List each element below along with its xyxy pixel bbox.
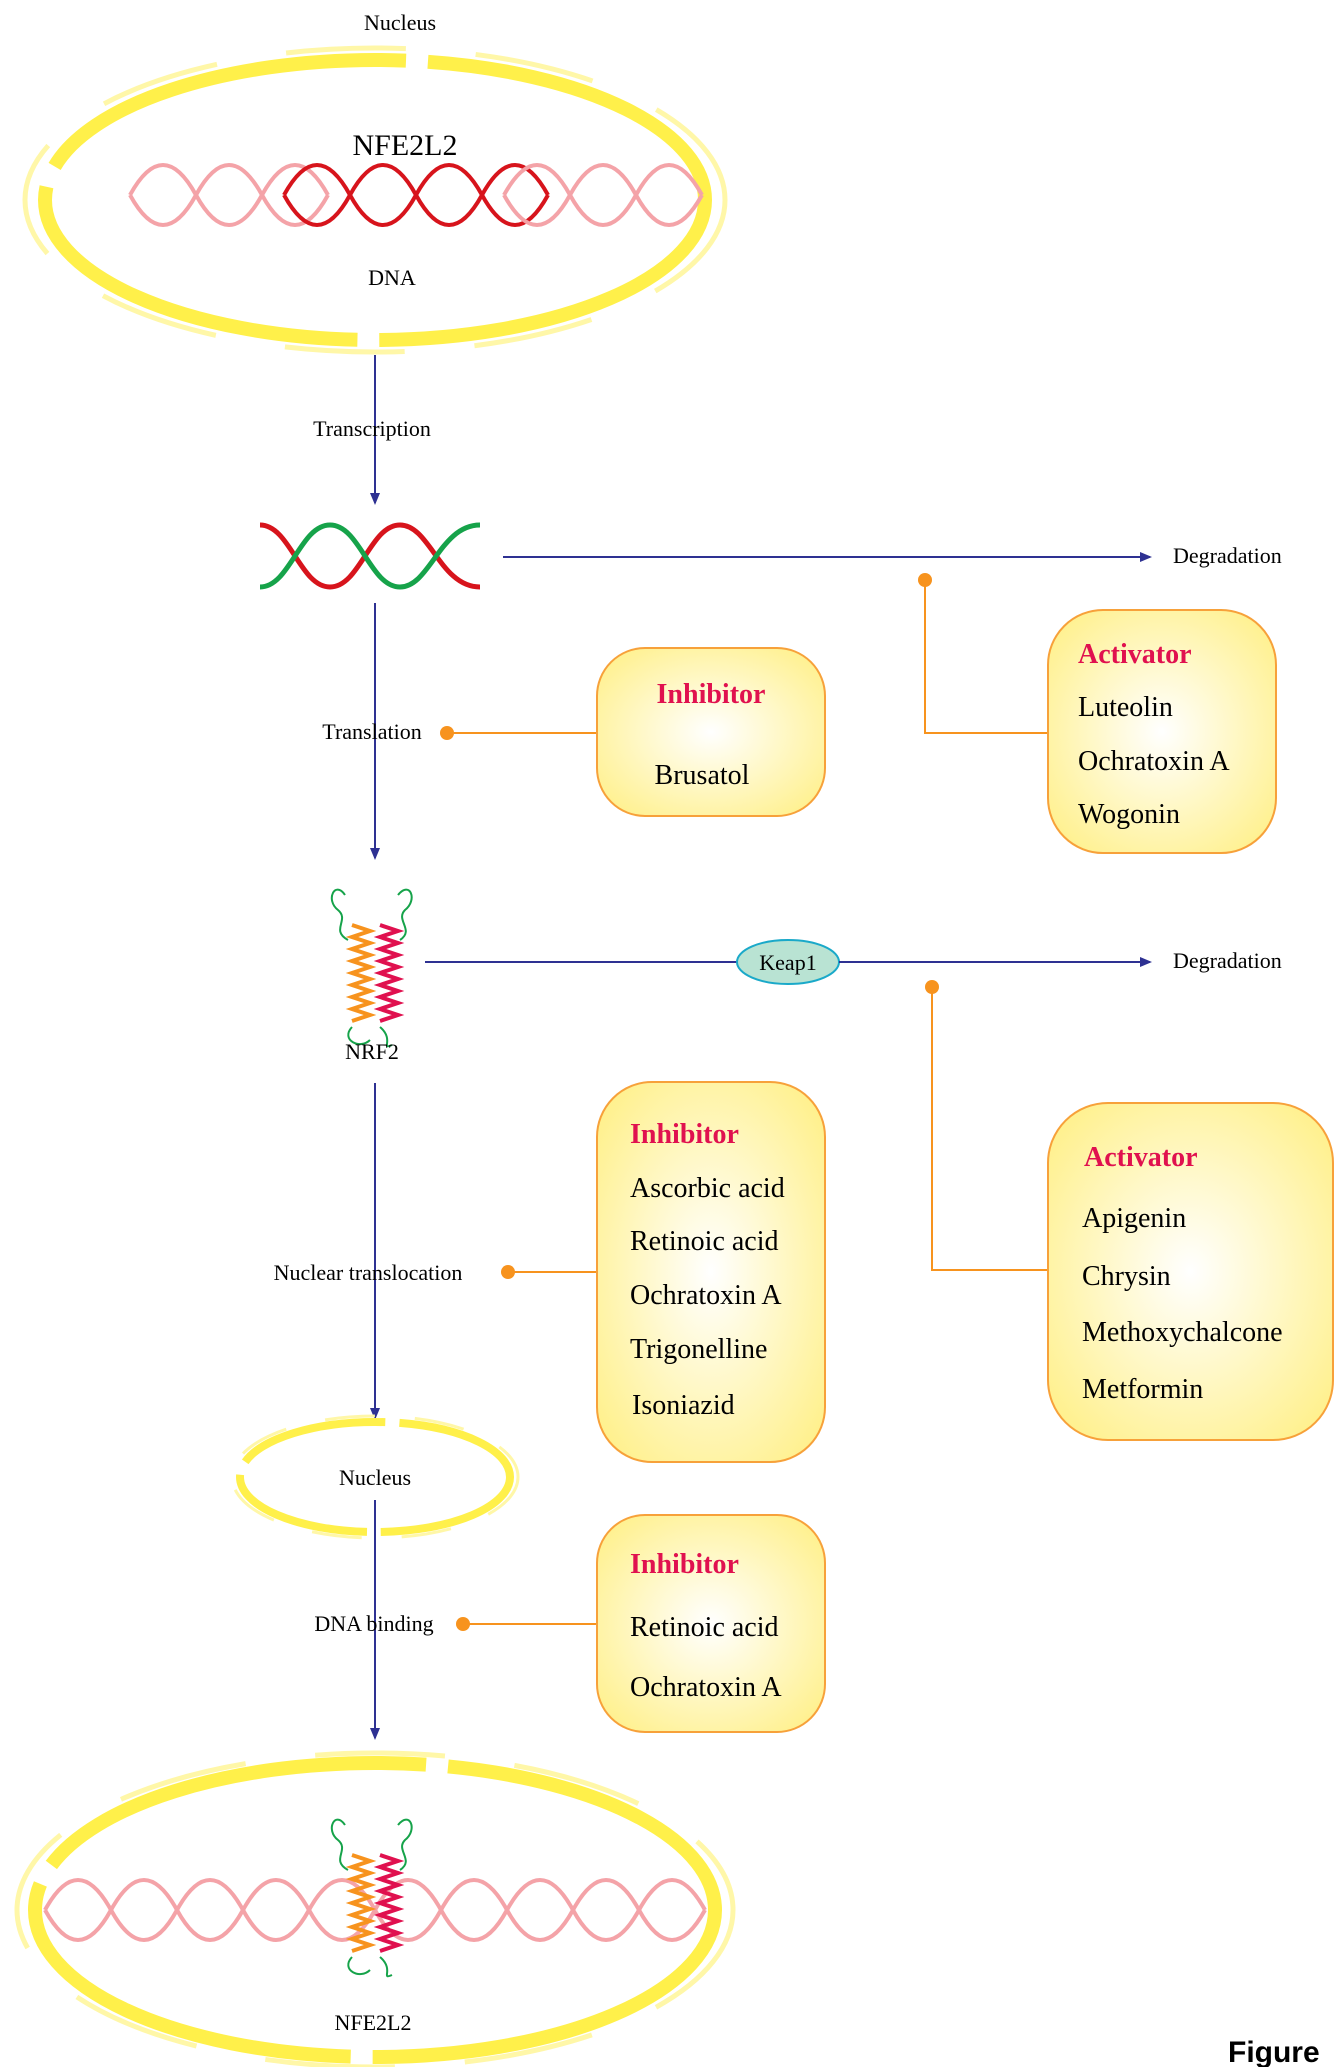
box-title: Activator xyxy=(1078,639,1192,670)
connector-mrna-activator xyxy=(924,580,1048,734)
box-item: Chrysin xyxy=(1082,1261,1171,1292)
box-item: Ochratoxin A xyxy=(630,1672,782,1703)
inhibition-dot-icon xyxy=(456,1617,470,1631)
translocation-inhibitor-box: Inhibitor Ascorbic acid Retinoic acid Oc… xyxy=(596,1081,826,1463)
nucleus-membrane xyxy=(38,53,712,347)
nucleus-membrane-small-outer xyxy=(230,1414,520,1540)
bottom-nucleus: NFE2L2 xyxy=(14,1750,736,2067)
nucleus-membrane-bottom-outer xyxy=(14,1750,736,2067)
box-item: Apigenin xyxy=(1082,1203,1186,1234)
connector-keap1-activator xyxy=(931,987,1048,1271)
nucleus-membrane-bottom xyxy=(28,1756,722,2064)
dna-binding-inhibitor-box: Inhibitor Retinoic acid Ochratoxin A xyxy=(596,1514,826,1733)
nrf2-protein-icon xyxy=(330,888,413,1048)
box-title: Inhibitor xyxy=(630,1119,739,1150)
gene-label-nfe2l2: NFE2L2 xyxy=(353,129,458,162)
label-keap1: Keap1 xyxy=(759,950,816,975)
label-mrna-degradation: Degradation xyxy=(1173,543,1282,568)
label-nfe2l2-bottom: NFE2L2 xyxy=(335,2010,412,2035)
box-item: Ochratoxin A xyxy=(1078,746,1230,777)
keap1-activator-box: Activator Apigenin Chrysin Methoxychalco… xyxy=(1047,1102,1334,1441)
box-item: Metformin xyxy=(1082,1374,1203,1405)
box-item: Brusatol xyxy=(655,760,750,791)
inhibition-dot-icon xyxy=(918,573,932,587)
label-dna-binding: DNA binding xyxy=(314,1611,433,1636)
box-title: Inhibitor xyxy=(630,1549,739,1580)
label-nuclear-translocation: Nuclear translocation xyxy=(274,1260,463,1285)
inhibition-dot-icon xyxy=(925,980,939,994)
nucleus-membrane-outer xyxy=(22,45,728,355)
mrna-icon xyxy=(259,522,481,590)
box-item: Ochratoxin A xyxy=(630,1280,782,1311)
box-title: Activator xyxy=(1084,1142,1198,1173)
inhibition-dot-icon xyxy=(501,1265,515,1279)
box-item: Ascorbic acid xyxy=(630,1173,785,1204)
box-item: Luteolin xyxy=(1078,692,1173,723)
box-title: Inhibitor xyxy=(657,679,766,710)
inhibition-dot-icon xyxy=(440,726,454,740)
label-nrf2: NRF2 xyxy=(345,1039,399,1064)
box-item: Trigonelline xyxy=(630,1334,767,1365)
label-transcription: Transcription xyxy=(313,416,431,441)
nucleus-top-label: Nucleus xyxy=(364,10,436,35)
mrna-activator-box: Activator Luteolin Ochratoxin A Wogonin xyxy=(1047,609,1277,854)
box-item: Methoxychalcone xyxy=(1082,1317,1283,1348)
dna-helix-icon xyxy=(128,163,704,227)
box-item: Wogonin xyxy=(1078,799,1180,830)
box-item: Isoniazid xyxy=(632,1390,735,1421)
nrf2-protein-icon xyxy=(330,1818,413,1978)
box-item: Retinoic acid xyxy=(630,1612,779,1643)
top-nucleus: Nucleus NFE2L2 DNA xyxy=(22,10,728,355)
dna-helix-icon xyxy=(43,1878,707,1942)
dna-label: DNA xyxy=(368,265,416,290)
translation-inhibitor-box: Inhibitor Brusatol xyxy=(596,647,826,817)
label-translation: Translation xyxy=(322,719,421,744)
label-nucleus-small: Nucleus xyxy=(339,1465,411,1490)
figure-label: Figure xyxy=(1228,2036,1320,2067)
nucleus-membrane-small xyxy=(236,1418,514,1536)
small-nucleus: Nucleus xyxy=(230,1414,520,1540)
label-protein-degradation: Degradation xyxy=(1173,948,1282,973)
box-item: Retinoic acid xyxy=(630,1226,779,1257)
